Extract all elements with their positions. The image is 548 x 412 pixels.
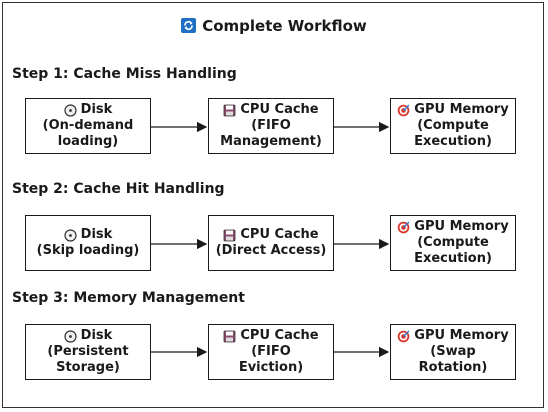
step-2-disk-node: Disk (Skip loading)	[25, 215, 151, 271]
node-title: GPU Memory	[414, 328, 509, 343]
node-line: Management)	[220, 134, 322, 149]
step-3-cpu-cache-node: CPU Cache (FIFO Eviction)	[208, 324, 334, 380]
node-line: Storage)	[56, 360, 120, 375]
node-title: CPU Cache	[240, 227, 319, 242]
floppy-save-icon	[223, 104, 236, 117]
node-line: (Skip loading)	[36, 243, 140, 258]
step-1-label: Step 1: Cache Miss Handling	[12, 66, 237, 82]
node-line: (FIFO	[251, 118, 291, 133]
node-line: Eviction)	[238, 360, 304, 375]
target-icon	[397, 104, 410, 117]
node-title: Disk	[80, 328, 113, 343]
title-text: Complete Workflow	[202, 17, 367, 35]
node-line: Execution)	[414, 134, 492, 149]
node-line: Execution)	[414, 251, 492, 266]
node-title: Disk	[80, 227, 113, 242]
node-line: loading)	[57, 134, 119, 149]
node-line: (On-demand	[42, 118, 134, 133]
node-line: (Persistent	[47, 344, 129, 359]
node-line: Rotation)	[418, 360, 488, 375]
floppy-save-icon	[223, 330, 236, 343]
node-title: CPU Cache	[240, 102, 319, 117]
step-3-label: Step 3: Memory Management	[12, 290, 245, 306]
node-line: (Direct Access)	[215, 243, 327, 258]
disk-icon	[64, 228, 77, 242]
step-1-gpu-memory-node: GPU Memory (Compute Execution)	[390, 98, 516, 154]
step-2-label: Step 2: Cache Hit Handling	[12, 181, 225, 197]
step-1-disk-node: Disk (On-demand loading)	[25, 98, 151, 154]
refresh-icon	[181, 18, 197, 33]
node-title: Disk	[80, 102, 113, 117]
target-icon	[397, 221, 410, 234]
node-line: (Compute	[417, 235, 489, 250]
floppy-save-icon	[223, 229, 236, 242]
step-1-cpu-cache-node: CPU Cache (FIFO Management)	[208, 98, 334, 154]
step-3-gpu-memory-node: GPU Memory (Swap Rotation)	[390, 324, 516, 380]
diagram-title: Complete Workflow	[0, 17, 548, 35]
step-2-gpu-memory-node: GPU Memory (Compute Execution)	[390, 215, 516, 271]
node-title: CPU Cache	[240, 328, 319, 343]
disk-icon	[64, 103, 77, 117]
node-title: GPU Memory	[414, 102, 509, 117]
node-line: (Swap	[430, 344, 476, 359]
node-line: (FIFO	[251, 344, 291, 359]
step-2-cpu-cache-node: CPU Cache (Direct Access)	[208, 215, 334, 271]
step-3-disk-node: Disk (Persistent Storage)	[25, 324, 151, 380]
node-line: (Compute	[417, 118, 489, 133]
target-icon	[397, 330, 410, 343]
disk-icon	[64, 329, 77, 343]
node-title: GPU Memory	[414, 219, 509, 234]
